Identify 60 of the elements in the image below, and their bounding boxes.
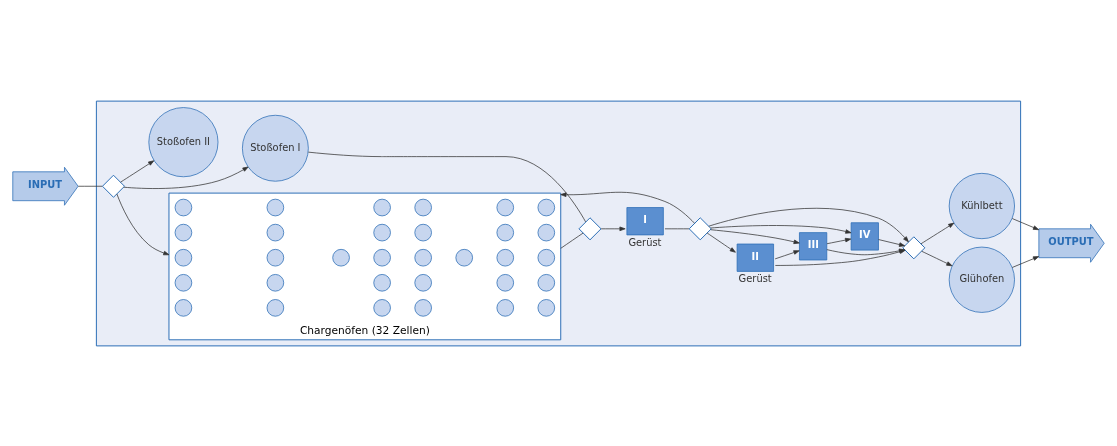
node-circle xyxy=(174,298,193,317)
node-circle xyxy=(537,223,556,241)
node-label: Gerüst xyxy=(738,272,772,284)
arrow xyxy=(774,249,800,259)
node-circle xyxy=(537,273,556,292)
arrow xyxy=(710,224,852,234)
node-circle xyxy=(414,298,432,317)
arrow xyxy=(878,238,906,247)
node-circle xyxy=(496,198,514,216)
node-circle xyxy=(174,273,193,292)
node-circle xyxy=(266,223,285,241)
cluster xyxy=(95,100,1022,346)
arrow xyxy=(560,191,695,224)
arrow xyxy=(921,250,953,266)
node-circle xyxy=(414,273,432,292)
node-circle xyxy=(266,298,285,317)
node-circle xyxy=(373,248,391,266)
node-circle xyxy=(496,223,514,241)
node-circle xyxy=(266,198,285,216)
node-circle xyxy=(537,248,556,266)
arrow xyxy=(826,237,852,244)
arrow xyxy=(123,166,249,189)
node-circle xyxy=(373,298,391,317)
node-diamond xyxy=(688,216,712,240)
arrow xyxy=(920,222,955,244)
node-box: III xyxy=(799,231,828,260)
arrow xyxy=(1011,217,1040,230)
node-circle xyxy=(373,273,391,292)
node-circle xyxy=(174,248,193,266)
node-diamond xyxy=(578,216,602,240)
node-circle xyxy=(174,198,193,216)
node-circle xyxy=(414,223,432,241)
node-circle xyxy=(414,198,432,216)
arrow xyxy=(120,159,155,183)
node-circle xyxy=(537,198,556,216)
connector xyxy=(307,151,586,222)
node-box: IV xyxy=(850,221,879,250)
node-label: Gerüst xyxy=(628,236,662,248)
node-circle xyxy=(174,223,193,241)
node-circle xyxy=(537,298,556,317)
connector xyxy=(77,185,103,187)
arrow xyxy=(1011,255,1040,268)
node-circle xyxy=(414,248,432,266)
arrow xyxy=(708,207,909,242)
arrow xyxy=(706,232,736,253)
node-circle xyxy=(266,273,285,292)
arrow xyxy=(710,228,800,244)
arrow xyxy=(600,226,626,231)
node-circle xyxy=(496,298,514,317)
node-circle xyxy=(496,248,514,266)
node-circle xyxy=(266,248,285,266)
cluster: Chargenöfen (32 Zellen) xyxy=(168,192,562,340)
node-diamond xyxy=(101,174,125,198)
node-circle xyxy=(373,198,391,216)
node-circle xyxy=(496,273,514,292)
connector xyxy=(560,232,584,249)
arrow xyxy=(116,193,170,255)
node-circle xyxy=(373,223,391,241)
node-circle xyxy=(332,248,350,266)
node-circle xyxy=(455,248,473,266)
